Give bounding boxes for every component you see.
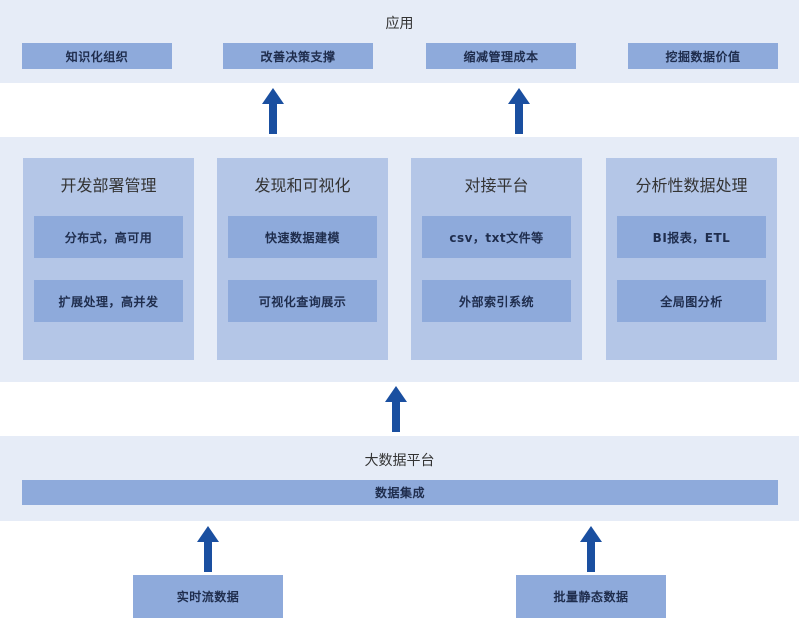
arrow-up-icon bbox=[385, 386, 407, 432]
column-item: 外部索引系统 bbox=[422, 280, 571, 322]
source-batch-static: 批量静态数据 bbox=[516, 575, 666, 618]
column-deploy-management: 开发部署管理 分布式，高可用 扩展处理，高并发 bbox=[23, 158, 194, 360]
applications-band: 应用 知识化组织 改善决策支撑 缩减管理成本 挖掘数据价值 bbox=[0, 0, 799, 83]
data-integration-bar: 数据集成 bbox=[22, 480, 778, 505]
applications-title: 应用 bbox=[385, 16, 414, 32]
platform-band: 大数据平台 数据集成 bbox=[0, 436, 799, 521]
arrow-up-icon bbox=[262, 88, 284, 134]
column-item: 全局图分析 bbox=[617, 280, 766, 322]
column-item: 可视化查询展示 bbox=[228, 280, 377, 322]
platform-title: 大数据平台 bbox=[364, 453, 435, 469]
arrow-up-icon bbox=[508, 88, 530, 134]
arrow-up-icon bbox=[197, 526, 219, 572]
column-title: 开发部署管理 bbox=[60, 176, 157, 195]
column-discovery-visualization: 发现和可视化 快速数据建模 可视化查询展示 bbox=[217, 158, 388, 360]
column-item: 快速数据建模 bbox=[228, 216, 377, 258]
app-item-decision-support: 改善决策支撑 bbox=[223, 43, 373, 69]
column-analytic-processing: 分析性数据处理 BI报表，ETL 全局图分析 bbox=[606, 158, 777, 360]
column-item: 分布式，高可用 bbox=[34, 216, 183, 258]
arrow-up-icon bbox=[580, 526, 602, 572]
app-item-data-value: 挖掘数据价值 bbox=[628, 43, 778, 69]
source-realtime-stream: 实时流数据 bbox=[133, 575, 283, 618]
column-title: 对接平台 bbox=[464, 176, 529, 195]
app-item-reduce-cost: 缩减管理成本 bbox=[426, 43, 576, 69]
column-item: BI报表，ETL bbox=[617, 216, 766, 258]
column-integration-platform: 对接平台 csv，txt文件等 外部索引系统 bbox=[411, 158, 582, 360]
column-item: 扩展处理，高并发 bbox=[34, 280, 183, 322]
column-title: 发现和可视化 bbox=[254, 176, 351, 195]
column-item: csv，txt文件等 bbox=[422, 216, 571, 258]
app-item-knowledge-org: 知识化组织 bbox=[22, 43, 172, 69]
column-title: 分析性数据处理 bbox=[635, 176, 748, 195]
